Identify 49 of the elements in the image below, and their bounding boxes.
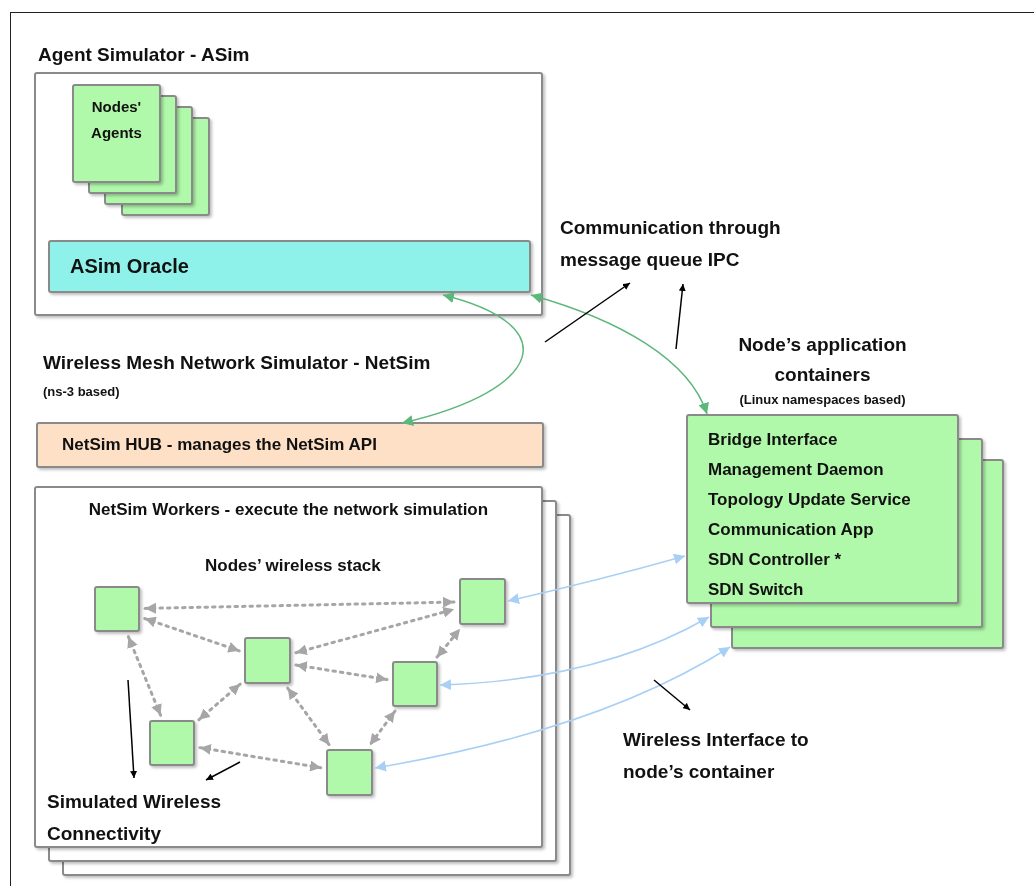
section-label: Wireless Mesh Network Simulator - NetSim — [43, 352, 431, 374]
connector-arrow — [294, 606, 456, 656]
connector-arrow — [439, 616, 710, 690]
connector-arrow — [507, 553, 686, 604]
connector-arrow — [143, 596, 456, 614]
service-item: Bridge Interface — [708, 429, 839, 451]
hub-bar — [36, 422, 544, 468]
stack-square — [459, 578, 506, 625]
leader-arrow — [675, 283, 686, 350]
section-label: (ns-3 based) — [43, 384, 120, 399]
bar-label: NetSim HUB - manages the NetSim API — [61, 434, 378, 456]
service-item: Management Daemon — [708, 459, 885, 481]
connector-arrow — [126, 635, 163, 717]
service-item: SDN Switch — [708, 579, 805, 601]
connector-arrow — [143, 616, 241, 653]
service-item: Topology Update Service — [708, 489, 912, 511]
oracle-bar — [48, 240, 531, 293]
stack-square — [392, 661, 438, 707]
section-label: Nodes’ wireless stack — [205, 556, 381, 576]
panel-heading: Agent Simulator - ASim — [38, 44, 250, 66]
connector-arrow — [368, 709, 397, 747]
connector-arrow — [374, 646, 731, 772]
container-subheading: (Linux namespaces based) — [738, 391, 907, 409]
panel-heading: NetSim Workers - execute the network simulation — [87, 499, 490, 520]
connector-arrow — [435, 627, 462, 659]
annotation-text: Simulated Wireless Connectivity — [47, 786, 237, 850]
service-item: SDN Controller * — [708, 549, 843, 571]
stack-square — [94, 586, 140, 632]
card-label: Nodes' Agents — [90, 97, 143, 143]
card-stack-drawing — [72, 84, 210, 216]
leader-arrow — [127, 679, 138, 779]
stack-square — [149, 720, 195, 766]
leader-arrow — [653, 679, 691, 711]
connector-arrow — [530, 292, 708, 415]
connector-arrow — [294, 661, 389, 684]
container-heading: Node’s application containers — [737, 333, 908, 387]
leader-arrow — [544, 282, 631, 343]
annotation-text: Communication through message queue IPC — [560, 212, 810, 276]
stack-square — [244, 637, 291, 684]
connector-arrow — [286, 686, 331, 747]
bar-label: ASim Oracle — [69, 254, 190, 279]
connector-arrow — [197, 682, 242, 722]
stack-square — [326, 749, 373, 796]
panel-stack-drawing — [34, 486, 571, 876]
connector-arrow — [401, 292, 524, 426]
service-item: Communication App — [708, 519, 875, 541]
leader-arrow — [205, 761, 241, 781]
connector-arrow — [198, 744, 323, 772]
annotation-text: Wireless Interface to node’s container — [623, 724, 843, 788]
